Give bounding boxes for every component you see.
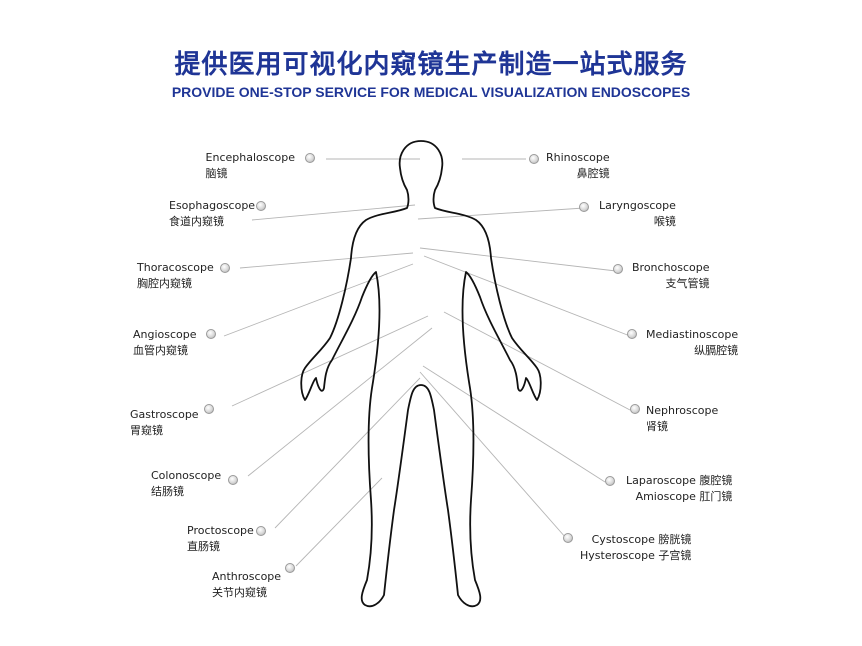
label-cn: 肾镜 — [646, 420, 668, 433]
page-title-chinese: 提供医用可视化内窥镜生产制造一站式服务 — [174, 50, 688, 80]
label-thoracoscope: Thoracoscope 胸腔内窥镜 — [137, 260, 214, 292]
label-en: Rhinoscope — [546, 151, 610, 164]
label-en: Laryngoscope — [599, 199, 676, 212]
label-cn: 胃窥镜 — [130, 424, 163, 437]
label-en: Anthroscope — [212, 570, 282, 583]
label-colonoscope: Colonoscope 结肠镜 — [151, 468, 221, 500]
label-anthroscope: Anthroscope 关节内窥镜 — [212, 569, 281, 601]
label-cn: 直肠镜 — [187, 540, 220, 553]
marker-dot — [206, 329, 216, 339]
marker-dot — [256, 526, 266, 536]
label-cn: 支气管镜 — [665, 277, 710, 290]
label-angioscope: Angioscope 血管内窥镜 — [133, 327, 197, 359]
human-body-outline — [300, 140, 542, 608]
marker-dot — [613, 264, 623, 274]
label-line-2: Hysteroscope 子宫镜 — [580, 549, 692, 562]
marker-dot — [529, 154, 539, 164]
label-cystoscope-hysteroscope: Cystoscope 膀胱镜 Hysteroscope 子宫镜 — [580, 532, 691, 564]
marker-dot — [204, 404, 214, 414]
marker-dot — [228, 475, 238, 485]
label-line-2: Amioscope 肛门镜 — [635, 490, 733, 503]
marker-dot — [605, 476, 615, 486]
label-proctoscope: Proctoscope 直肠镜 — [187, 523, 254, 555]
label-laryngoscope: Laryngoscope 喉镜 — [599, 198, 676, 230]
label-cn: 鼻腔镜 — [576, 167, 610, 180]
label-en: Esophagoscope — [169, 199, 256, 212]
label-rhinoscope: Rhinoscope 鼻腔镜 — [546, 150, 610, 182]
label-laparoscope-amioscope: Laparoscope 腹腔镜 Amioscope 肛门镜 — [626, 473, 732, 505]
label-cn: 脑镜 — [205, 167, 228, 180]
marker-dot — [256, 201, 266, 211]
marker-dot — [627, 329, 637, 339]
label-en: Encephaloscope — [205, 151, 295, 164]
label-cn: 血管内窥镜 — [133, 344, 188, 357]
label-esophagoscope: Esophagoscope 食道内窥镜 — [169, 198, 255, 230]
marker-dot — [579, 202, 589, 212]
marker-dot — [630, 404, 640, 414]
label-cn: 胸腔内窥镜 — [137, 277, 192, 290]
marker-dot — [563, 533, 573, 543]
label-en: Bronchoscope — [632, 261, 710, 274]
page-title-english: PROVIDE ONE-STOP SERVICE FOR MEDICAL VIS… — [171, 84, 691, 100]
label-cn: 结肠镜 — [151, 485, 184, 498]
label-nephroscope: Nephroscope 肾镜 — [646, 403, 718, 435]
label-en: Nephroscope — [646, 404, 719, 417]
label-en: Gastroscope — [130, 408, 199, 421]
marker-dot — [305, 153, 315, 163]
label-mediastinoscope: Mediastinoscope 纵膈腔镜 — [646, 327, 738, 359]
label-en: Proctoscope — [187, 524, 254, 537]
marker-dot — [220, 263, 230, 273]
label-line-1: Laparoscope 腹腔镜 — [626, 474, 733, 487]
label-cn: 喉镜 — [653, 215, 676, 228]
label-gastroscope: Gastroscope 胃窥镜 — [130, 407, 199, 439]
label-cn: 食道内窥镜 — [169, 215, 224, 228]
label-bronchoscope: Bronchoscope 支气管镜 — [632, 260, 710, 292]
label-en: Mediastinoscope — [646, 328, 739, 341]
connector-lines — [223, 158, 631, 567]
label-en: Thoracoscope — [137, 261, 214, 274]
label-cn: 关节内窥镜 — [212, 586, 267, 599]
label-line-1: Cystoscope 膀胱镜 — [591, 533, 692, 546]
label-encephaloscope: Encephaloscope 脑镜 — [206, 150, 295, 182]
label-cn: 纵膈腔镜 — [694, 344, 739, 357]
label-en: Colonoscope — [151, 469, 222, 482]
label-en: Angioscope — [133, 328, 197, 341]
marker-dot — [285, 563, 295, 573]
